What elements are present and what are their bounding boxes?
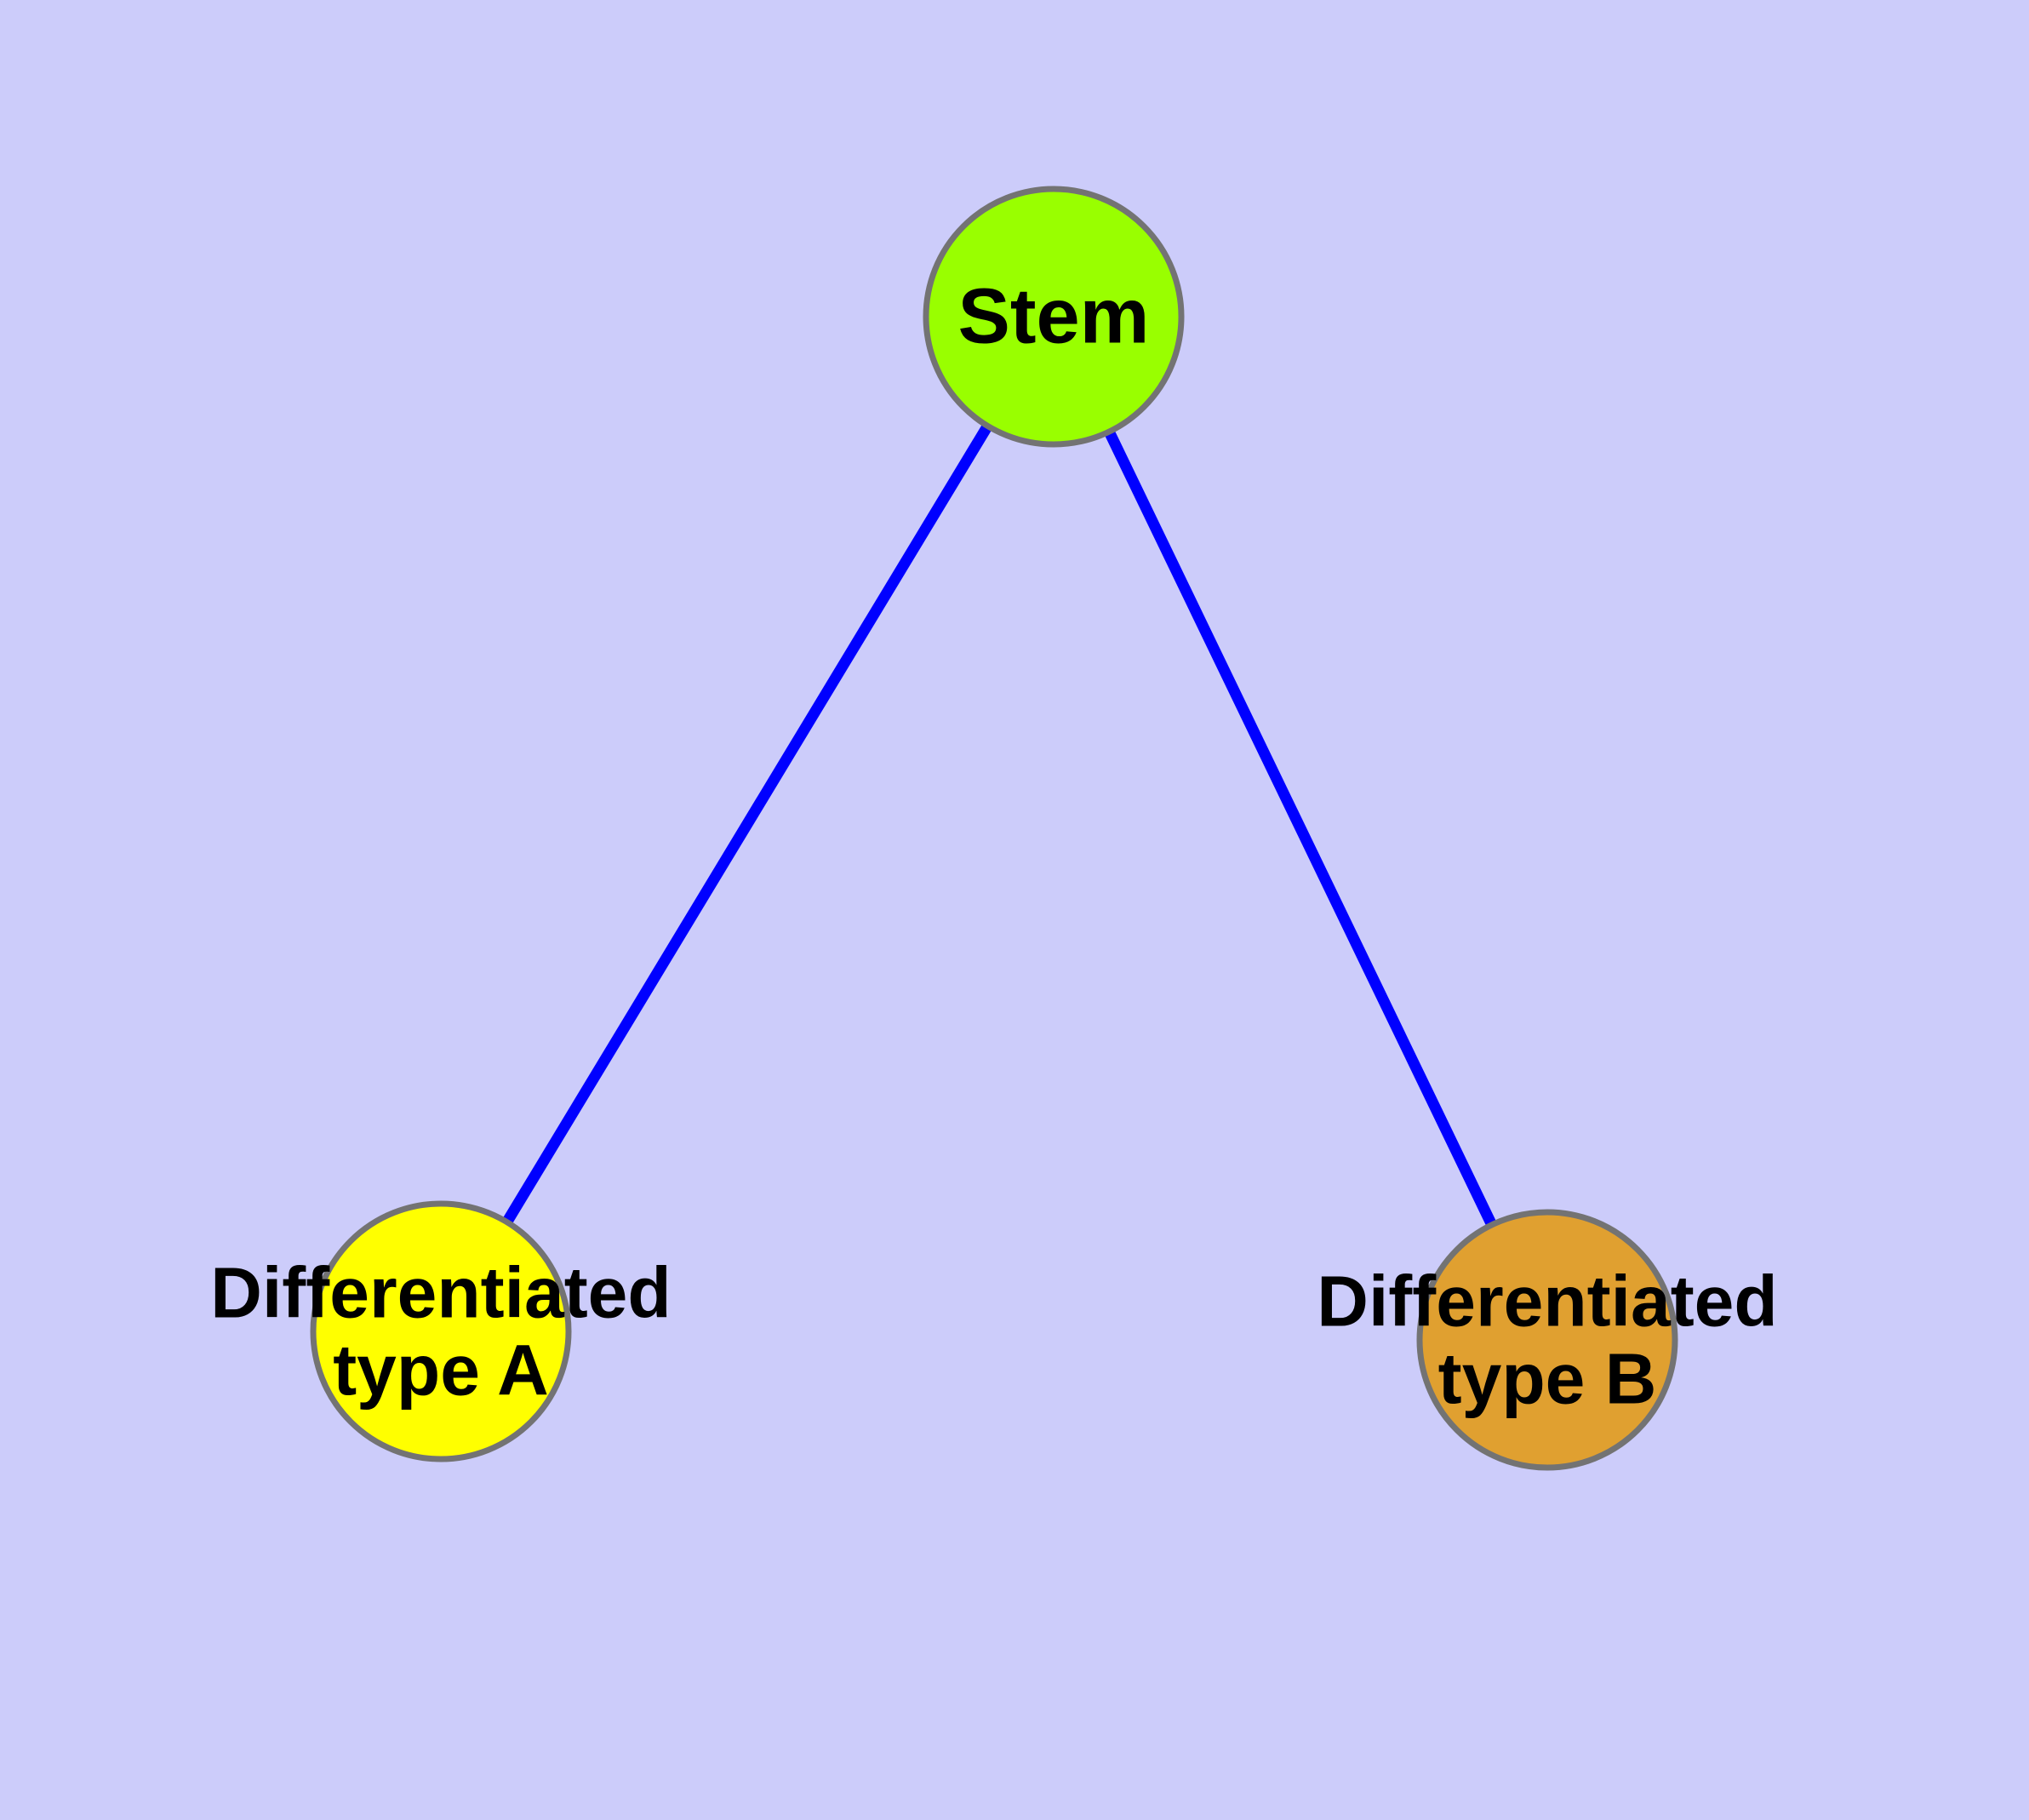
node-stem[interactable] xyxy=(923,186,1185,448)
node-diff_b[interactable] xyxy=(1416,1209,1678,1471)
edge-layer xyxy=(436,313,1552,1342)
node-layer xyxy=(310,186,1678,1471)
node-diff_a[interactable] xyxy=(310,1200,572,1462)
edge-stem-to-b[interactable] xyxy=(1049,314,1552,1342)
edge-stem-to-a[interactable] xyxy=(436,313,1059,1335)
